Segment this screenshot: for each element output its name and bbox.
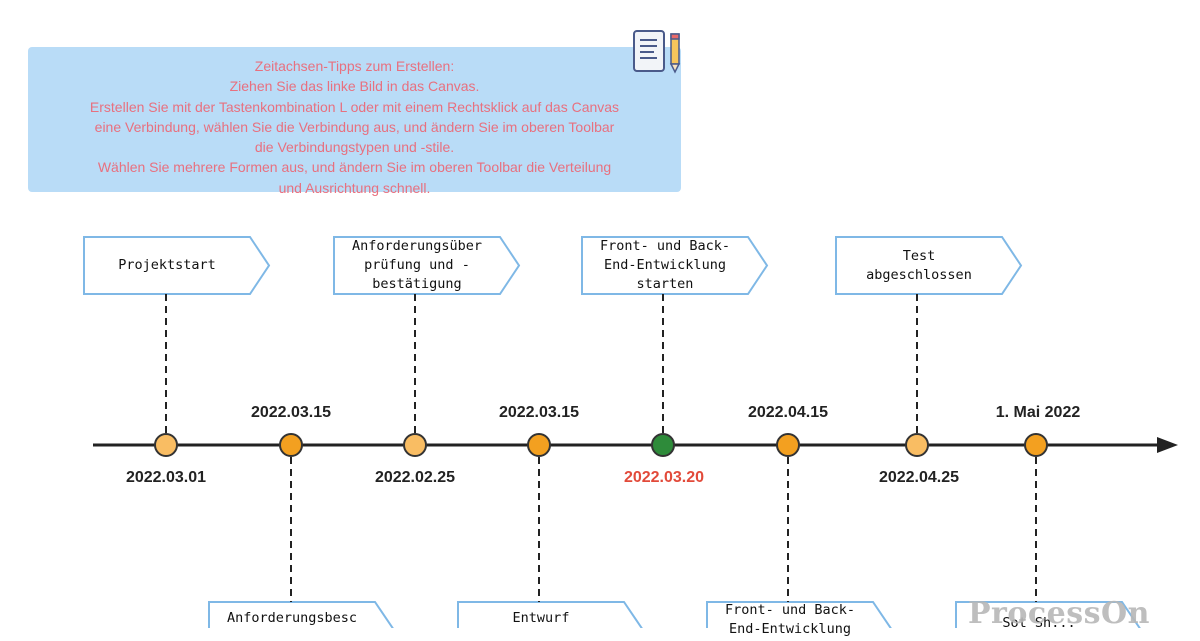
date-label-above: 2022.04.15 (747, 404, 829, 421)
tips-line: Wählen Sie mehrere Formen aus, und änder… (97, 159, 612, 176)
timeline-arrowhead (1157, 437, 1178, 453)
tips-line: Zeitachsen-Tipps zum Erstellen: (254, 58, 455, 74)
date-label-current: 2022.03.20 (623, 469, 705, 486)
processon-watermark: ProcessOn (968, 596, 1150, 631)
timeline-node[interactable] (1024, 433, 1048, 457)
tag-shape-bottom[interactable] (955, 601, 1141, 628)
date-label-below: 2022.03.01 (125, 469, 207, 486)
timeline-node[interactable] (403, 433, 427, 457)
tag-shape-top[interactable] (581, 236, 769, 295)
tips-line: Erstellen Sie mit der Tastenkombination … (89, 98, 620, 115)
tag-label-anforderungsbeschreibung: Anforderungsbesc (226, 610, 358, 626)
tag-label-entwicklung: Front- und Back- End-Entwicklung (724, 602, 856, 637)
tag-label-entwurf: Entwurf (512, 610, 570, 626)
date-label-below: 2022.04.25 (878, 469, 960, 486)
timeline-node[interactable] (154, 433, 178, 457)
document-pencil-icon (633, 30, 681, 74)
timeline-node-current[interactable] (651, 433, 675, 457)
tag-shape-top[interactable] (835, 236, 1023, 295)
tag-label-entwicklung-starten: Front- und Back- End-Entwicklung starten (599, 238, 731, 292)
tag-shape-bottom[interactable] (457, 601, 643, 628)
tag-shape-bottom[interactable] (208, 601, 394, 628)
tag-shape-top[interactable] (333, 236, 521, 295)
tips-line: Ziehen Sie das linke Bild in das Canvas. (229, 78, 480, 95)
timeline-node[interactable] (776, 433, 800, 457)
timeline-canvas[interactable] (0, 0, 1200, 628)
tips-line: und Ausrichtung schnell. (278, 179, 431, 196)
date-label-above: 2022.03.15 (498, 404, 580, 421)
tag-shape-top[interactable] (83, 236, 271, 295)
timeline-node[interactable] (279, 433, 303, 457)
date-label-above: 1. Mai 2022 (995, 404, 1081, 421)
timeline-node[interactable] (905, 433, 929, 457)
tag-label-test-abgeschlossen: Test abgeschlossen (866, 247, 972, 283)
date-label-above: 2022.03.15 (250, 404, 332, 421)
tag-shape-bottom[interactable] (706, 601, 892, 628)
tag-label-last: Sot Sh... (1002, 615, 1076, 631)
date-label-below: 2022.02.25 (374, 469, 456, 486)
tag-label-projektstart: Projektstart (118, 257, 216, 273)
tag-label-anforderungspruefung: Anforderungsüber prüfung und - bestätigu… (351, 238, 483, 292)
tips-box[interactable]: Zeitachsen-Tipps zum Erstellen: Ziehen S… (28, 47, 681, 196)
timeline-node[interactable] (527, 433, 551, 457)
tips-line: die Verbindungstypen und -stile. (254, 139, 455, 156)
tips-line: eine Verbindung, wählen Sie die Verbindu… (94, 118, 615, 135)
